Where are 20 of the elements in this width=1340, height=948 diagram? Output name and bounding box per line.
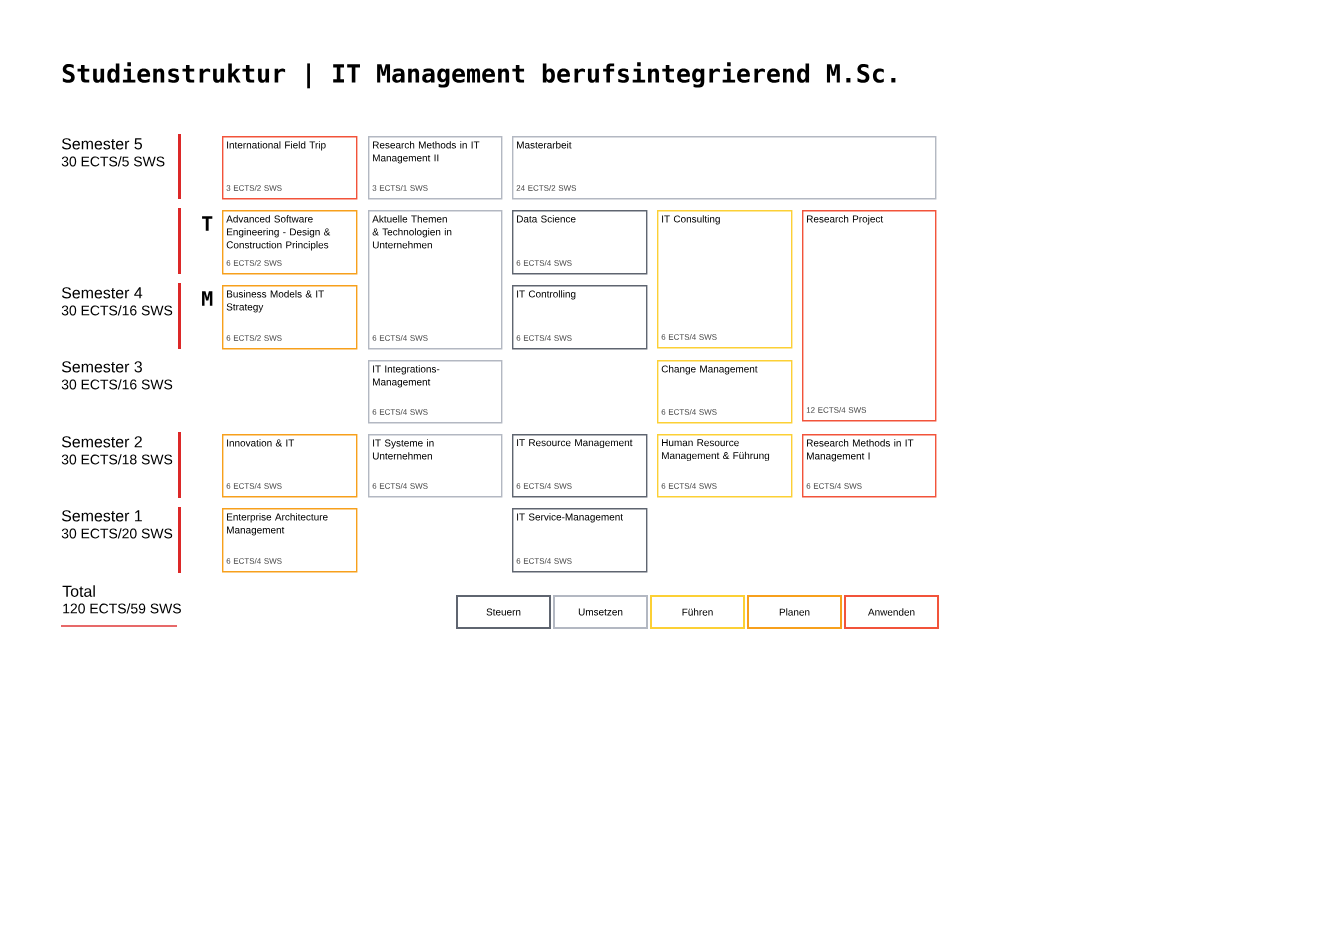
semester-heading: Semester 3	[61, 361, 142, 373]
legend-item: Umsetzen	[553, 595, 648, 629]
track-letter: M	[202, 291, 213, 306]
legend-item: Führen	[650, 595, 745, 629]
track-letter: T	[202, 216, 213, 231]
credit-summary: 30 ECTS/16 SWS	[61, 379, 173, 390]
semester-heading: Total	[62, 585, 95, 597]
semester-heading: Semester 4	[61, 287, 143, 299]
semester-heading: Semester 2	[61, 436, 142, 448]
credit-summary: 30 ECTS/20 SWS	[61, 528, 173, 539]
credit-summary: 30 ECTS/16 SWS	[61, 305, 173, 316]
credit-summary: 120 ECTS/59 SWS	[63, 603, 181, 614]
legend-item: Anwenden	[844, 595, 939, 629]
title: Studienstruktur | IT Management berufsintegrierend M.Sc.	[62, 62, 896, 89]
legend-item: Planen	[747, 595, 842, 629]
credit-summary: 30 ECTS/5 SWS	[61, 156, 165, 167]
semester-heading: Semester 5	[61, 138, 142, 150]
semester-heading: Semester 1	[61, 510, 142, 522]
legend-item: Steuern	[456, 595, 551, 629]
credit-summary: 30 ECTS/18 SWS	[61, 454, 173, 465]
